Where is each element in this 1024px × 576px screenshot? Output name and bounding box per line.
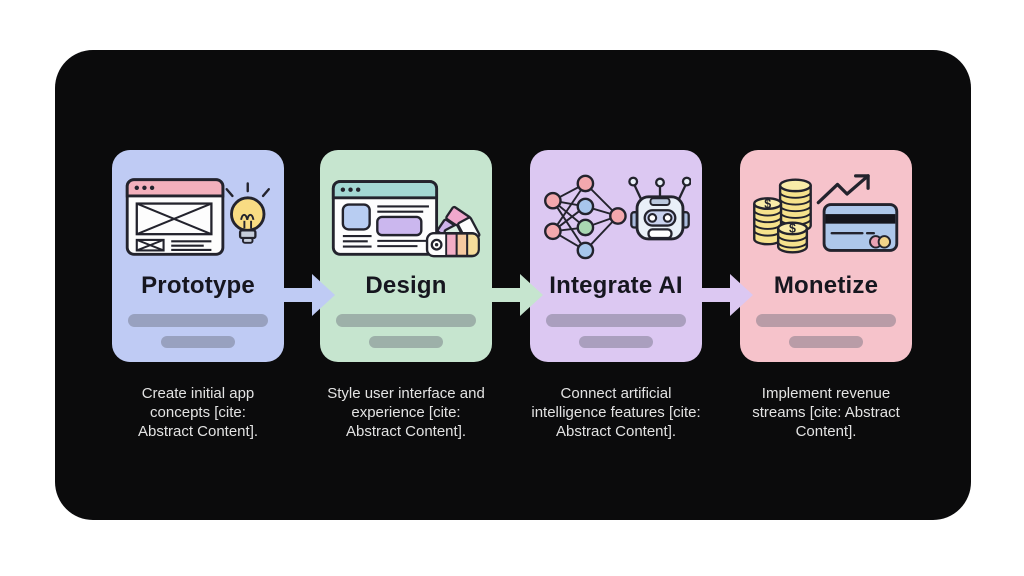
- step-description: Implement revenue streams [cite: Abstrac…: [752, 385, 900, 440]
- coins-credit-card-icon: $ $: [753, 174, 899, 254]
- card-prototype: Prototype: [112, 150, 284, 362]
- step-description: Connect artificial intelligence features…: [531, 385, 701, 440]
- flow-arrow-icon: [699, 274, 753, 316]
- step-title: Monetize: [773, 272, 879, 299]
- flow-arrow-icon: [489, 274, 543, 316]
- step-description: Style user interface and experience [cit…: [327, 385, 485, 440]
- step-title: Design: [365, 272, 447, 299]
- monetize-icon-wrap: $ $: [740, 166, 912, 266]
- flow-diagram-panel: Prototype: [55, 50, 971, 520]
- step-title: Integrate AI: [549, 272, 683, 299]
- prototype-icon-wrap: [112, 166, 284, 266]
- integrate-ai-icon-wrap: [530, 166, 702, 266]
- placeholder-bar: [546, 314, 686, 327]
- card-integrate-ai: Integrate AI: [530, 150, 702, 362]
- design-icon-wrap: [320, 166, 492, 266]
- placeholder-bar: [161, 336, 235, 348]
- browser-color-swatches-icon: [331, 180, 481, 258]
- wireframe-lightbulb-icon: [125, 178, 270, 256]
- svg-text:$: $: [764, 197, 771, 211]
- card-design: Design: [320, 150, 492, 362]
- placeholder-bar: [369, 336, 443, 348]
- placeholder-bar: [789, 336, 863, 348]
- neural-network-robot-icon: [544, 174, 691, 260]
- placeholder-bar: [579, 336, 653, 348]
- step-description: Create initial app concepts [cite: Abstr…: [137, 385, 259, 440]
- flow-arrow-icon: [281, 274, 335, 316]
- card-monetize: $ $ Monetize: [740, 150, 912, 362]
- svg-text:$: $: [789, 222, 796, 236]
- placeholder-bar: [336, 314, 476, 327]
- step-title: Prototype: [141, 272, 255, 299]
- placeholder-bar: [756, 314, 896, 327]
- placeholder-bar: [128, 314, 268, 327]
